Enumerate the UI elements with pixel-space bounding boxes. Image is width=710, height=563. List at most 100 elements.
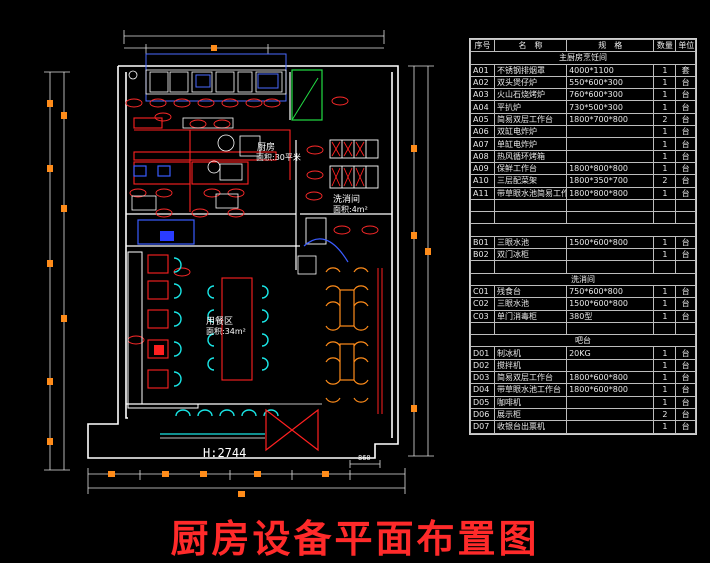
cell-no: A11 bbox=[469, 186, 496, 200]
cell-no: A06 bbox=[469, 125, 496, 139]
cell-name: 单缸电炸炉 bbox=[494, 137, 568, 151]
cell-unit: 台 bbox=[675, 125, 696, 139]
cell-qty: 1 bbox=[653, 125, 677, 139]
cell-no: C02 bbox=[469, 297, 496, 311]
blank-cell bbox=[675, 198, 696, 213]
cell-name: 简易双层工作台 bbox=[494, 371, 568, 385]
cell-qty: 1 bbox=[653, 88, 677, 102]
cell-spec: 1500*600*800 bbox=[566, 235, 655, 250]
cell-name: 单门消毒柜 bbox=[494, 309, 568, 323]
cell-unit: 台 bbox=[675, 248, 696, 262]
cell-name: 展示柜 bbox=[494, 407, 568, 422]
cell-qty: 1 bbox=[653, 358, 677, 373]
cell-unit: 台 bbox=[675, 371, 696, 385]
blank-row bbox=[469, 260, 696, 274]
cell-name: 三层配菜架 bbox=[494, 174, 568, 188]
height-label: H:2744 bbox=[203, 446, 247, 460]
door-dimension-label: 860 bbox=[358, 454, 371, 462]
blank-cell bbox=[469, 321, 496, 336]
door-dimension bbox=[349, 460, 381, 468]
cell-unit: 台 bbox=[675, 395, 696, 409]
cell-no: D02 bbox=[469, 358, 496, 373]
cell-spec bbox=[566, 125, 655, 139]
left-dimension-markers bbox=[47, 100, 67, 445]
top-dimension-lines bbox=[123, 30, 385, 54]
header-qty: 数量 bbox=[653, 38, 677, 53]
cell-unit: 台 bbox=[675, 186, 696, 200]
cell-qty: 1 bbox=[653, 75, 677, 90]
cell-qty: 1 bbox=[653, 161, 677, 176]
cell-spec: 760*600*300 bbox=[566, 88, 655, 102]
cell-qty: 1 bbox=[653, 309, 677, 323]
cell-qty: 1 bbox=[653, 395, 677, 409]
cell-name: 双门冰柜 bbox=[494, 248, 568, 262]
cell-name: 三眼水池 bbox=[494, 297, 568, 311]
cell-unit: 台 bbox=[675, 309, 696, 323]
cell-qty: 1 bbox=[653, 63, 677, 77]
cell-unit: 台 bbox=[675, 161, 696, 176]
cell-name: 咖啡机 bbox=[494, 395, 568, 409]
blank-cell bbox=[653, 321, 677, 336]
blank-row bbox=[469, 211, 696, 225]
blank-cell bbox=[494, 211, 568, 225]
blank-cell bbox=[566, 321, 655, 336]
dining-tables-right bbox=[325, 267, 369, 403]
outer-walls bbox=[87, 65, 399, 459]
cell-name: 制冰机 bbox=[494, 346, 568, 360]
wash-equipment bbox=[305, 139, 379, 245]
section-title bbox=[470, 223, 696, 237]
cell-qty: 1 bbox=[653, 346, 677, 360]
cell-name: 带草眼水池工作台 bbox=[494, 383, 568, 397]
cell-unit: 台 bbox=[675, 137, 696, 151]
cell-no: B01 bbox=[469, 235, 496, 250]
header-no: 序号 bbox=[469, 38, 496, 53]
cell-spec: 1800*600*800 bbox=[566, 371, 655, 385]
cell-qty: 1 bbox=[653, 297, 677, 311]
cell-no: C01 bbox=[469, 284, 496, 299]
cell-spec: 550*600*300 bbox=[566, 75, 655, 90]
cell-name: 火山石烧烤炉 bbox=[494, 88, 568, 102]
dark-sink bbox=[160, 231, 174, 241]
cell-spec: 1800*800*800 bbox=[566, 186, 655, 200]
cell-unit: 套 bbox=[675, 63, 696, 77]
section-title: 主厨房烹饪间 bbox=[470, 51, 696, 65]
cell-qty: 1 bbox=[653, 149, 677, 163]
cell-spec: 1800*350*700 bbox=[566, 174, 655, 188]
cell-name: 热风循环烤箱 bbox=[494, 149, 568, 163]
cell-qty: 1 bbox=[653, 420, 677, 434]
section-title: 吧台 bbox=[470, 334, 696, 348]
cell-spec: 1500*600*800 bbox=[566, 297, 655, 311]
cell-qty: 1 bbox=[653, 284, 677, 299]
dining-area: 面积:34m² bbox=[206, 327, 246, 336]
cell-spec: 750*600*800 bbox=[566, 284, 655, 299]
header-name: 名 称 bbox=[494, 38, 568, 53]
right-dimension-markers bbox=[411, 145, 431, 412]
cell-spec bbox=[566, 149, 655, 163]
blank-cell bbox=[494, 321, 568, 336]
equipment-tags bbox=[125, 96, 379, 345]
blank-row bbox=[469, 198, 696, 213]
blank-cell bbox=[469, 211, 496, 225]
header-spec: 规 格 bbox=[566, 38, 655, 53]
cell-no: A10 bbox=[469, 174, 496, 188]
cell-spec: 1800*800*800 bbox=[566, 161, 655, 176]
cell-name: 双头煲仔炉 bbox=[494, 75, 568, 90]
cell-qty: 1 bbox=[653, 235, 677, 250]
cell-name: 收银台出票机 bbox=[494, 420, 568, 434]
blank-row bbox=[469, 321, 696, 336]
cell-name: 不锈钢排烟罩 bbox=[494, 63, 568, 77]
wash-room-label: 洗消间 bbox=[333, 195, 361, 205]
cell-no: D06 bbox=[469, 407, 496, 422]
